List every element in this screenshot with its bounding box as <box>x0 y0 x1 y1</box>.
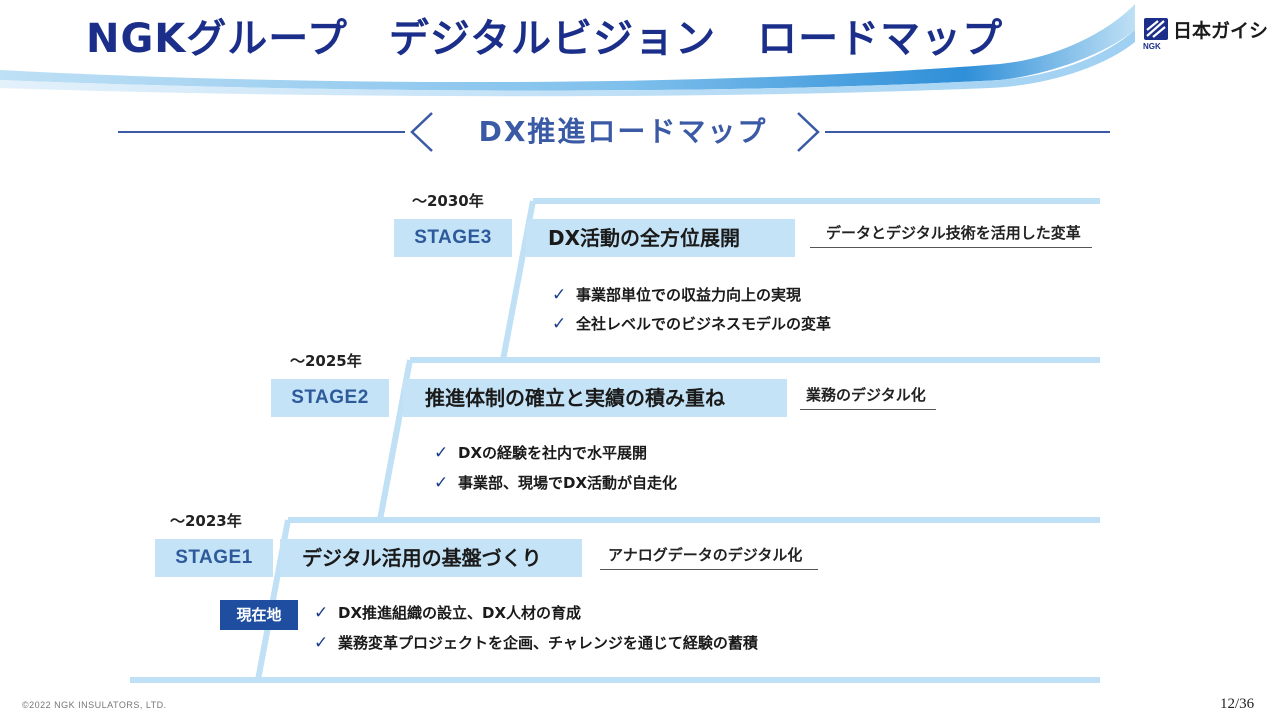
checkmark-icon: ✓ <box>434 443 449 463</box>
logo-sub: NGK <box>1143 42 1161 51</box>
stage3-item: ✓全社レベルでのビジネスモデルの変革 <box>552 314 832 334</box>
checkmark-icon: ✓ <box>314 603 329 623</box>
logo-text: 日本ガイシ <box>1173 20 1269 42</box>
stage2-year: ～2025年 <box>290 352 362 370</box>
stage2-title: 推進体制の確立と実績の積み重ね <box>403 379 787 417</box>
company-logo: NGK 日本ガイシ <box>1141 16 1273 56</box>
stage3-year: ～2030年 <box>412 192 484 210</box>
checkmark-icon: ✓ <box>434 473 449 493</box>
stage1-subtitle: アナログデータのデジタル化 <box>600 544 818 570</box>
stage3-label: STAGE3 <box>394 219 512 257</box>
page-number: 12/36 <box>1220 696 1255 712</box>
stage1-item: ✓業務変革プロジェクトを企画、チャレンジを通じて経験の蓄積 <box>314 633 758 653</box>
chevron-left-icon <box>410 112 433 152</box>
stage1-year: ～2023年 <box>170 512 242 530</box>
stage1-title: デジタル活用の基盤づくり <box>280 539 582 577</box>
current-position-badge: 現在地 <box>220 600 298 630</box>
stage2-item: ✓事業部、現場でDX活動が自走化 <box>434 473 678 493</box>
checkmark-icon: ✓ <box>314 633 329 653</box>
header-swoosh <box>0 4 1135 97</box>
ngk-logo-icon <box>1144 18 1168 40</box>
stage2-subtitle: 業務のデジタル化 <box>800 384 936 410</box>
checkmark-icon: ✓ <box>552 285 567 305</box>
stage2-label: STAGE2 <box>271 379 389 417</box>
page-title: NGKグループ デジタルビジョン ロードマップ <box>86 16 1004 62</box>
stage3-title: DX活動の全方位展開 <box>526 219 795 257</box>
checkmark-icon: ✓ <box>552 314 567 334</box>
section-rule <box>118 112 1110 152</box>
stage1-label: STAGE1 <box>155 539 273 577</box>
copyright: ©2022 NGK INSULATORS, LTD. <box>22 700 167 710</box>
stage3-subtitle: データとデジタル技術を活用した変革 <box>810 222 1092 248</box>
stage1-item: ✓DX推進組織の設立、DX人材の育成 <box>314 603 582 623</box>
section-heading: DX推進ロードマップ <box>478 115 768 148</box>
stage2-item: ✓DXの経験を社内で水平展開 <box>434 443 648 463</box>
stage3-item: ✓事業部単位での収益力向上の実現 <box>552 285 802 305</box>
chevron-right-icon <box>797 112 820 152</box>
